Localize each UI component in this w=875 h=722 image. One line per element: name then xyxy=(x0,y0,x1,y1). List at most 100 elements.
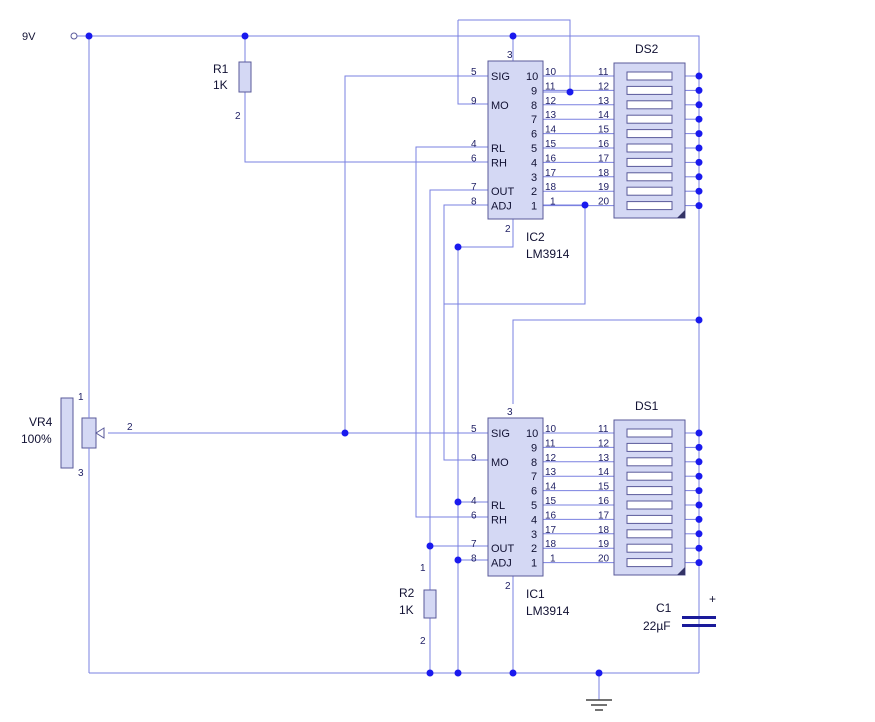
ic1-out-pin-1: 1 xyxy=(531,558,537,570)
junction-dot xyxy=(241,32,249,40)
junction-dot xyxy=(454,556,462,564)
ic1-out-pinnum-1: 1 xyxy=(550,554,556,565)
wire-ic2-rl-ic1-rh xyxy=(415,146,488,518)
ic1-pin-num-mo: 9 xyxy=(471,453,477,464)
ds1-segment-17 xyxy=(626,514,673,524)
ds1-pin-19: 19 xyxy=(598,539,610,550)
ic2-part: LM3914 xyxy=(526,247,570,261)
potentiometer-vr4: VR4 100% 1 2 3 xyxy=(21,392,133,479)
ic1-body xyxy=(487,417,544,577)
ic1-out-pin-3: 3 xyxy=(531,529,537,541)
ic2-out-pinnum-1: 1 xyxy=(550,197,556,208)
ds1-junction-20 xyxy=(695,559,703,567)
ds2-pin-13: 13 xyxy=(598,96,610,107)
vr4-value: 100% xyxy=(21,432,52,446)
ic2-bottom-pin: 2 xyxy=(505,224,511,235)
ic2-pin-name-mo: MO xyxy=(491,100,509,112)
ic1-out-pinnum-8: 12 xyxy=(545,453,557,464)
ic1-pin-name-adj: ADJ xyxy=(491,558,512,570)
ic1-out-pin-5: 5 xyxy=(531,500,537,512)
ic1-out-pinnum-6: 14 xyxy=(545,482,557,493)
junction-dot xyxy=(426,542,434,550)
ic2-out-pinnum-5: 15 xyxy=(545,139,557,150)
r1-pin2: 2 xyxy=(235,111,241,122)
ds1-pin-13: 13 xyxy=(598,453,610,464)
ic2-output-bus xyxy=(543,75,614,207)
ic1-out-pinnum-4: 16 xyxy=(545,510,557,521)
ds2-segment-15 xyxy=(626,129,673,139)
vr4-body xyxy=(81,417,97,449)
ds2-segment-13 xyxy=(626,100,673,110)
ds2-junction-12 xyxy=(695,86,703,94)
ic2-pin-name-adj: ADJ xyxy=(491,201,512,213)
ds2-junction-18 xyxy=(695,173,703,181)
wires xyxy=(74,19,700,700)
ic2-out-pin-7: 7 xyxy=(531,114,537,126)
r2-ref: R2 xyxy=(399,586,415,600)
junction-layer xyxy=(85,32,703,677)
ds2-segment-11 xyxy=(626,71,673,81)
resistor-r1: R1 1K 2 xyxy=(213,61,252,122)
ds2-segment-19 xyxy=(626,186,673,196)
ds1-junction-17 xyxy=(695,515,703,523)
ic1-pin-num-rl: 4 xyxy=(471,496,477,507)
junction-dot xyxy=(454,669,462,677)
ic2-out-pin-5: 5 xyxy=(531,143,537,155)
junction-dot xyxy=(566,88,574,96)
ds2-junction-13 xyxy=(695,101,703,109)
wire-loop-right xyxy=(458,19,571,92)
vr4-pin2: 2 xyxy=(127,422,133,433)
ic1-pin-num-out: 7 xyxy=(471,539,477,550)
vr4-pin3: 3 xyxy=(78,468,84,479)
ds1-junction-16 xyxy=(695,501,703,509)
ic2-pin-num-adj: 8 xyxy=(471,197,477,208)
ic1-pin-name-rl: RL xyxy=(491,500,505,512)
ds2-segment-18 xyxy=(626,172,673,182)
wire-ic2-out-ic1-out xyxy=(429,189,488,547)
junction-dot xyxy=(595,669,603,677)
ic1-out-pinnum-10: 10 xyxy=(545,424,557,435)
wire-9v-rail xyxy=(74,35,700,76)
ic2-pin-num-mo: 9 xyxy=(471,96,477,107)
ds1-pin-14: 14 xyxy=(598,467,610,478)
ic1-out-pin-10: 10 xyxy=(526,428,538,440)
ds2-pin-19: 19 xyxy=(598,182,610,193)
ic2-out-pin-1: 1 xyxy=(531,201,537,213)
ds2-segment-12 xyxy=(626,85,673,95)
ds1-pin-12: 12 xyxy=(598,438,610,449)
ic2-out-pinnum-8: 12 xyxy=(545,96,557,107)
ds2-segment-14 xyxy=(626,114,673,124)
ic1-pin-name-sig: SIG xyxy=(491,428,510,440)
ic2-pin-num-rl: 4 xyxy=(471,139,477,150)
junction-dot xyxy=(509,32,517,40)
vr4-ref: VR4 xyxy=(29,415,53,429)
ic2-out-pin-8: 8 xyxy=(531,100,537,112)
ds1-pin-20: 20 xyxy=(598,554,610,565)
display-layer: DS211121314151617181920DS111121314151617… xyxy=(598,42,686,576)
supply-terminal-circle xyxy=(70,32,78,40)
ds1-junction-14 xyxy=(695,472,703,480)
supply-terminal: 9V xyxy=(22,31,78,43)
c1-polarity: + xyxy=(709,592,716,606)
ds2-pin-18: 18 xyxy=(598,168,610,179)
ds1-segment-16 xyxy=(626,500,673,510)
junction-dot xyxy=(581,201,589,209)
ic1-out-pinnum-2: 18 xyxy=(545,539,557,550)
c1-plate-bottom xyxy=(682,624,716,627)
ds1-segment-20 xyxy=(626,558,673,568)
junction-dot xyxy=(85,32,93,40)
ic1-pin-num-adj: 8 xyxy=(471,554,477,565)
r1-ref: R1 xyxy=(213,62,229,76)
ic2-out-pinnum-7: 13 xyxy=(545,110,557,121)
junction-dot xyxy=(454,498,462,506)
ds1-junction-15 xyxy=(695,487,703,495)
wire-ic2-pin1-cross xyxy=(444,205,586,305)
junction-dot xyxy=(426,669,434,677)
ds1-segment-11 xyxy=(626,428,673,438)
ic1-pin-name-mo: MO xyxy=(491,457,509,469)
ds2-pin-11: 11 xyxy=(598,67,609,78)
